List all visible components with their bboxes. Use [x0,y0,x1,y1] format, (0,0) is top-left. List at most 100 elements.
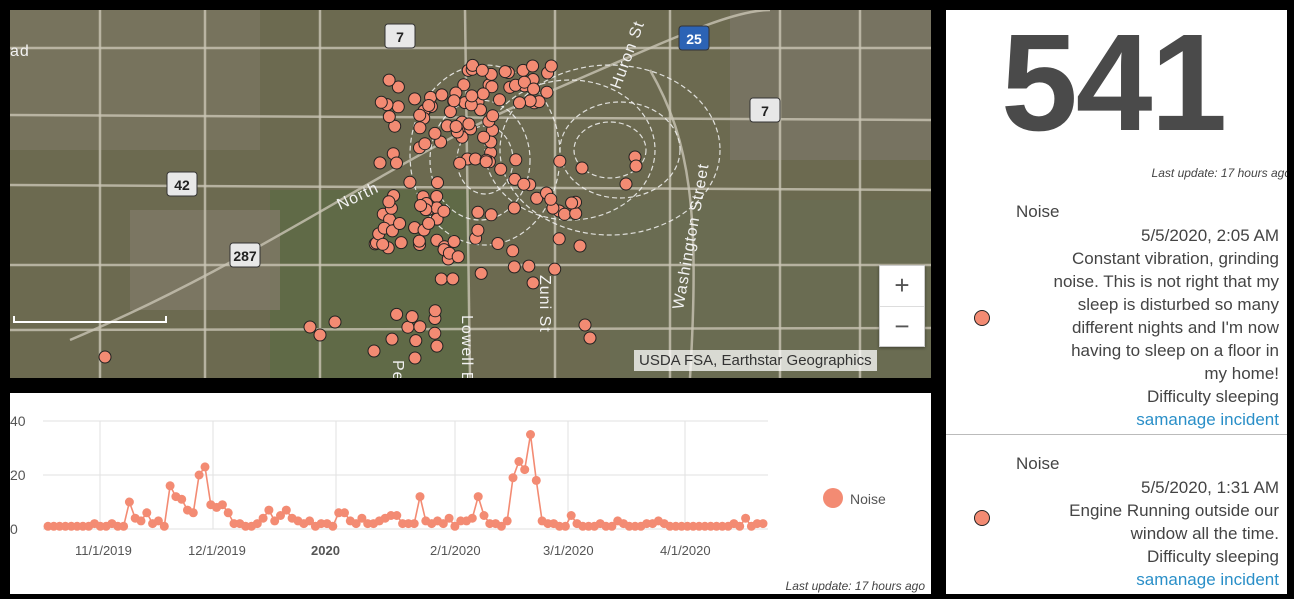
incident-point [509,153,523,167]
incident-point [374,95,388,109]
incident-point [517,75,531,89]
zoom-out-button[interactable]: − [894,311,910,341]
data-point [351,519,361,529]
incident-point [552,232,566,246]
incident-link[interactable]: samanage incident [1136,570,1279,589]
incident-link[interactable]: samanage incident [1136,410,1279,429]
incident-point [373,156,387,170]
item-category: Noise [1016,454,1060,473]
incident-point [513,96,526,110]
incident-point [583,331,597,345]
incident-point [376,237,390,251]
incident-point [382,195,396,209]
data-point [467,513,477,523]
highway-shield-icon: 25 [678,25,710,51]
scale-bar [13,316,167,323]
incident-point [619,177,633,191]
incident-point [544,192,558,206]
road-label: Lowell Blvd [458,315,475,378]
incident-point [462,117,476,131]
data-point [514,457,524,466]
item-impact: Difficulty sleeping [1147,387,1279,406]
incident-point [476,87,490,101]
data-point [223,508,233,518]
data-point [508,473,518,483]
incident-point [98,350,112,364]
zoom-in-button[interactable]: + [880,266,924,307]
incident-point [468,152,482,166]
x-tick-label: 4/1/2020 [660,543,711,558]
details-panel: 541 Last update: 17 hours ago Noise 5/5/… [946,10,1287,594]
incident-point [413,108,427,122]
svg-text:287: 287 [233,248,257,264]
incident-point [517,177,531,191]
y-tick-label: 20 [10,467,26,483]
zoom-control: + − [879,265,925,347]
density-contour [573,121,647,179]
incident-point [578,318,592,332]
incident-point [446,272,460,286]
map-attribution: USDA FSA, Earthstar Geographics [634,350,877,371]
incident-point [471,205,485,219]
incident-point [540,85,554,99]
incident-point [548,262,562,276]
incident-point [527,82,541,96]
svg-text:7: 7 [396,29,404,45]
incident-point [428,326,442,340]
highway-shield-icon: 287 [229,242,261,268]
incident-point [435,88,449,102]
incident-point [544,59,558,73]
series-line-noise [48,434,763,528]
count-last-update: Last update: 17 hours ago [1151,166,1287,180]
road-label: ad [10,43,30,60]
item-description-line: having to sleep on a floor in [1071,341,1279,360]
data-point [153,516,163,526]
data-point [258,513,268,523]
incident-point [390,156,403,170]
data-point [264,505,274,515]
data-point [124,497,134,507]
incident-point [303,320,317,334]
incident-point [457,78,471,92]
incident-point [486,109,500,123]
incident-point [408,92,422,106]
incident-point [414,199,428,212]
data-point [409,519,419,529]
incident-point [413,121,427,135]
item-category: Noise [1016,202,1060,221]
incident-point [393,217,407,230]
data-point [328,521,338,531]
legend-label: Noise [850,491,886,507]
incident-point [382,110,396,124]
data-point [741,513,751,523]
data-point [566,511,576,520]
terrain-patch [10,10,260,150]
incident-point [367,344,381,358]
incident-point [328,315,342,329]
x-tick-label: 2020 [311,543,340,558]
incident-count: 541 [1001,10,1227,160]
incident-point [428,304,442,318]
data-point [531,475,541,485]
incident-point [412,234,426,248]
incident-point [394,236,408,250]
data-point [200,462,210,472]
incident-point [575,161,589,175]
data-point [607,521,617,531]
incident-point [507,260,521,274]
incident-point [431,176,444,190]
x-tick-label: 2/1/2020 [430,543,481,558]
incident-point [413,320,427,334]
data-point [450,521,460,531]
incident-point [491,237,505,250]
incident-point [428,126,442,140]
road-label: Pecos St [389,360,406,378]
data-point [502,516,512,526]
incident-point [313,328,327,342]
incident-point [422,99,436,112]
incident-point [447,235,461,248]
data-point [444,513,454,523]
